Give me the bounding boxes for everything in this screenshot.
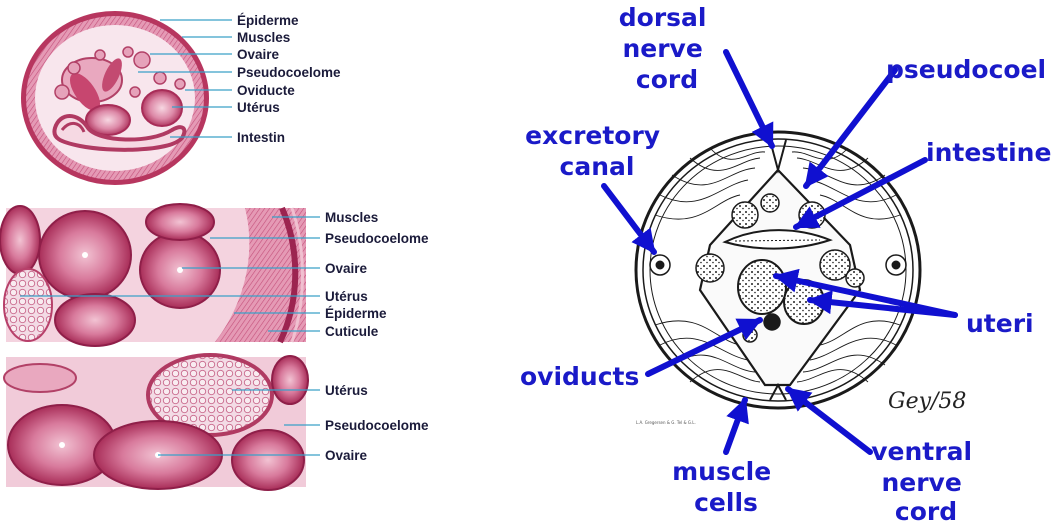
label-ovaire-middle: Ovaire — [325, 261, 368, 276]
label-dorsal-nerve-cord-line3: cord — [636, 65, 698, 94]
panel-whole-section: Épiderme Muscles Ovaire Pseudocoelome Ov… — [21, 11, 341, 185]
label-pseudocoelome-middle: Pseudocoelome — [325, 231, 429, 246]
label-muscles-middle: Muscles — [325, 210, 378, 225]
label-dorsal-nerve-cord-line2: nerve — [622, 34, 702, 63]
label-ovaire: Ovaire — [237, 47, 280, 62]
label-pseudocoelome-bottom: Pseudocoelome — [325, 418, 429, 433]
line-drawing-body — [636, 132, 920, 408]
label-ovaire-bottom: Ovaire — [325, 448, 368, 463]
panel-line-drawing: Gey/58 L.A. Gregersen & G. Tel & G.L. do… — [520, 3, 1051, 525]
bottom-micrograph — [4, 355, 308, 490]
label-uterus-middle: Utérus — [325, 289, 368, 304]
whole-section-micrograph — [21, 11, 209, 185]
middle-micrograph — [0, 204, 306, 346]
label-dorsal-nerve-cord: dorsal nerve cord — [619, 3, 715, 94]
label-epiderme: Épiderme — [237, 13, 299, 28]
label-excretory-canal-line2: canal — [560, 152, 635, 181]
label-pseudocoel: pseudocoel — [886, 55, 1046, 84]
label-ventral-nerve-cord-line3: cord — [895, 497, 957, 525]
arrow-muscle-cells — [726, 400, 745, 452]
label-excretory-canal-line1: excretory — [525, 121, 660, 150]
label-uterus: Utérus — [237, 100, 280, 115]
label-ventral-nerve-cord-line2: nerve — [881, 468, 961, 497]
label-muscle-cells-line2: cells — [694, 488, 758, 517]
label-muscles: Muscles — [237, 30, 290, 45]
panel-bottom: Utérus Pseudocoelome Ovaire — [4, 355, 429, 490]
label-ventral-nerve-cord-line1: ventral — [871, 437, 972, 466]
label-muscle-cells-line1: muscle — [672, 457, 771, 486]
label-cuticule-middle: Cuticule — [325, 324, 379, 339]
label-ventral-nerve-cord: ventral nerve cord — [871, 437, 981, 525]
label-oviducte: Oviducte — [237, 83, 295, 98]
label-intestine: intestine — [926, 138, 1051, 167]
label-intestin: Intestin — [237, 130, 285, 145]
arrow-dorsal-nerve-cord — [726, 52, 772, 146]
drawing-caption: L.A. Gregersen & G. Tel & G.L. — [636, 420, 696, 425]
label-uteri: uteri — [966, 309, 1034, 338]
label-excretory-canal: excretory canal — [525, 121, 669, 181]
drawing-signature: Gey/58 — [888, 389, 966, 414]
panel-middle: Muscles Pseudocoelome Ovaire Utérus Épid… — [0, 204, 429, 346]
label-pseudocoelome: Pseudocoelome — [237, 65, 341, 80]
label-dorsal-nerve-cord-line1: dorsal — [619, 3, 707, 32]
label-uterus-bottom: Utérus — [325, 383, 368, 398]
label-muscle-cells: muscle cells — [672, 457, 780, 517]
label-oviducts: oviducts — [520, 362, 639, 391]
label-epiderme-middle: Épiderme — [325, 306, 387, 321]
